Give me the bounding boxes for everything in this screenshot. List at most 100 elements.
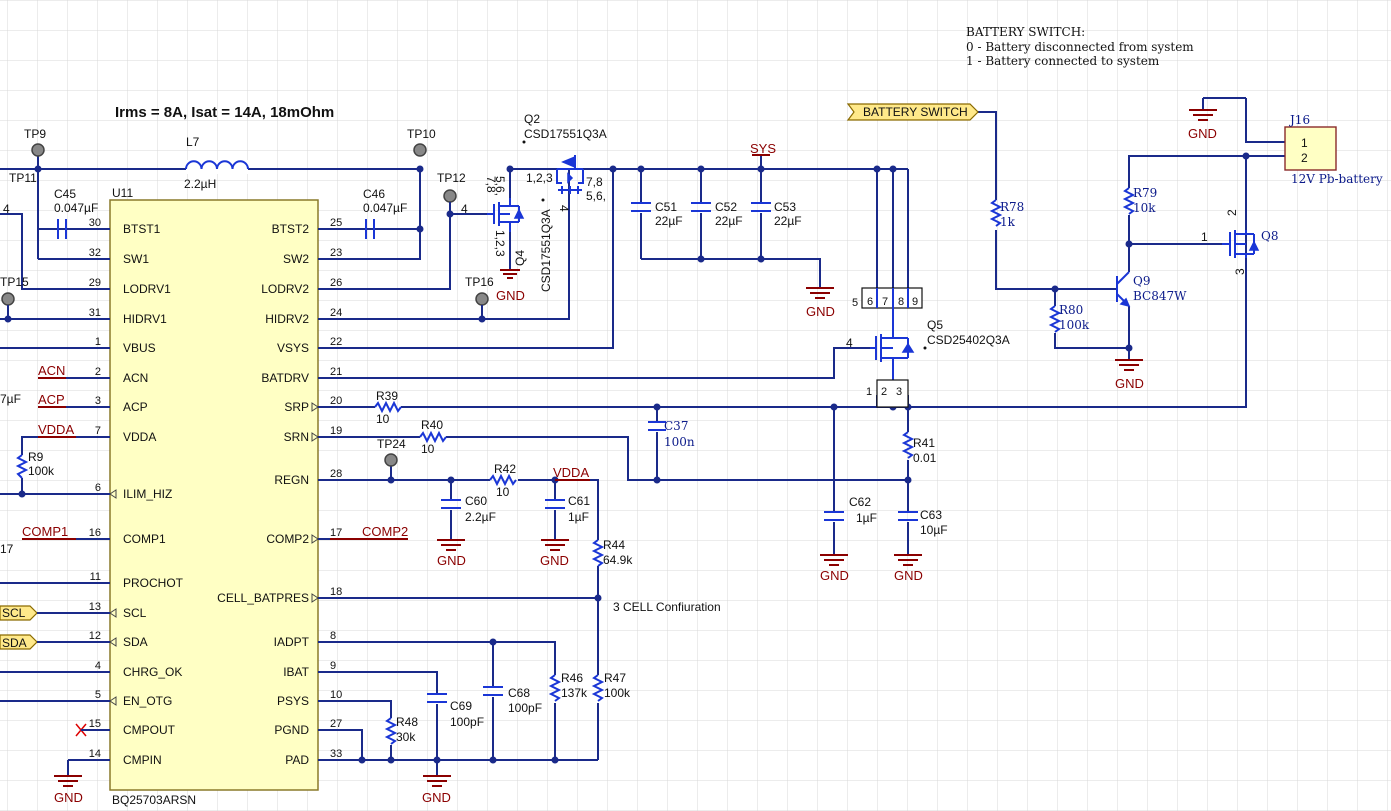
transistor-q9[interactable]: Q9 BC847W — [1116, 271, 1187, 308]
cap-c37[interactable]: C37 100n — [648, 419, 695, 449]
tp9[interactable]: TP9 — [24, 127, 46, 157]
resistor-r9[interactable]: R9 100k — [15, 450, 55, 479]
ic-pin-name: ACN — [123, 371, 148, 385]
svg-text:C51: C51 — [655, 200, 677, 214]
tp16[interactable]: TP16 — [465, 275, 494, 319]
cap-c63[interactable]: C63 10µF — [898, 508, 948, 537]
resistor-r78[interactable]: R78 1k — [989, 199, 1024, 229]
cap-c69[interactable]: C69 100pF — [427, 693, 484, 729]
ic-pin-name: LODRV2 — [261, 282, 309, 296]
resistor-r41[interactable]: R41 0.01 — [901, 431, 937, 465]
cap-c68[interactable]: C68 100pF — [483, 686, 542, 715]
port-sda[interactable]: SDA — [0, 634, 110, 650]
resistor-r48[interactable]: R48 30k — [384, 715, 418, 745]
tp12[interactable]: TP12 — [437, 171, 466, 214]
mosfet-q5[interactable]: 5 6 7 8 9 1 2 3 4 Q5 CSD25402Q3A — [846, 287, 1010, 408]
resistor-r39[interactable]: R39 10 — [374, 389, 402, 426]
ic-pin-name: CMPIN — [123, 753, 162, 767]
cap-c60[interactable]: C60 2.2µF — [441, 494, 496, 524]
gnd-r80: GND — [1115, 359, 1144, 391]
cap-c62[interactable]: C62 1µF — [824, 495, 877, 525]
tp10[interactable]: TP10 — [407, 127, 436, 157]
port-battery-switch[interactable]: BATTERY SWITCH — [846, 103, 979, 121]
cap-c53[interactable]: C53 22µF — [751, 200, 802, 228]
note-line-1: 0 - Battery disconnected from system — [966, 40, 1194, 54]
ic-left-pins: BTST130SW132LODRV129HIDRV131VBUS1ACN2ACP… — [89, 217, 184, 767]
ic-pin-chrg_ok[interactable]: CHRG_OK4 — [95, 660, 182, 679]
cap-c61[interactable]: C61 1µF — [545, 494, 590, 524]
svg-text:4: 4 — [3, 202, 10, 216]
cap-c46[interactable]: C46 0.047µF — [318, 187, 420, 239]
svg-text:SCL: SCL — [2, 606, 26, 620]
svg-text:GND: GND — [894, 568, 923, 583]
mosfet-q4[interactable]: 5,6, 7,8 1,2,3 4 Q4 CSD17551Q3A 4 — [461, 176, 571, 292]
tp24[interactable]: TP24 — [377, 437, 406, 467]
svg-text:GND: GND — [422, 790, 451, 805]
resistor-r40[interactable]: R40 10 — [419, 418, 447, 456]
svg-text:22µF: 22µF — [715, 214, 743, 228]
svg-text:R79: R79 — [1133, 186, 1157, 200]
svg-text:R39: R39 — [376, 389, 398, 403]
ic-pin-number: 10 — [330, 689, 342, 701]
svg-text:GND: GND — [806, 304, 835, 319]
ic-u11[interactable]: U11 BQ25703ARSN BTST130SW132LODRV129HIDR… — [89, 186, 343, 807]
cap-c51[interactable]: C51 22µF — [631, 200, 683, 228]
cap-c45[interactable]: C45 0.047µF — [54, 187, 98, 239]
svg-text:137k: 137k — [561, 686, 588, 700]
resistor-r47[interactable]: R47 100k — [591, 671, 631, 702]
ic-pin-number: 6 — [95, 482, 101, 494]
resistor-r46[interactable]: R46 137k — [548, 671, 588, 702]
tp11[interactable]: TP11 — [9, 171, 37, 185]
port-scl[interactable]: SCL — [0, 605, 110, 621]
resistor-r80[interactable]: R80 100k — [1048, 303, 1090, 333]
cap-c52[interactable]: C52 22µF — [691, 200, 743, 228]
mosfet-q8[interactable]: Q8 1 2 3 — [1201, 209, 1278, 275]
resistor-r42[interactable]: R42 10 — [489, 462, 517, 499]
ic-pin-number: 18 — [330, 586, 342, 598]
resistor-r44[interactable]: R44 64.9k — [591, 538, 633, 567]
ic-pin-number: 24 — [330, 307, 342, 319]
connector-j16[interactable]: J16 1 2 12V Pb-battery — [1284, 113, 1383, 186]
svg-text:1: 1 — [866, 386, 872, 398]
svg-text:22µF: 22µF — [655, 214, 683, 228]
tp15[interactable]: TP15 — [0, 275, 29, 319]
inductor-l7[interactable]: L7 2.2µH — [184, 135, 249, 191]
svg-text:C52: C52 — [715, 200, 737, 214]
mosfet-q2[interactable]: Q2 CSD17551Q3A 7,8 5,6, 1,2,3 — [522, 112, 607, 203]
resistor-r79[interactable]: R79 10k — [1122, 186, 1157, 215]
svg-text:Q9: Q9 — [1133, 274, 1150, 288]
